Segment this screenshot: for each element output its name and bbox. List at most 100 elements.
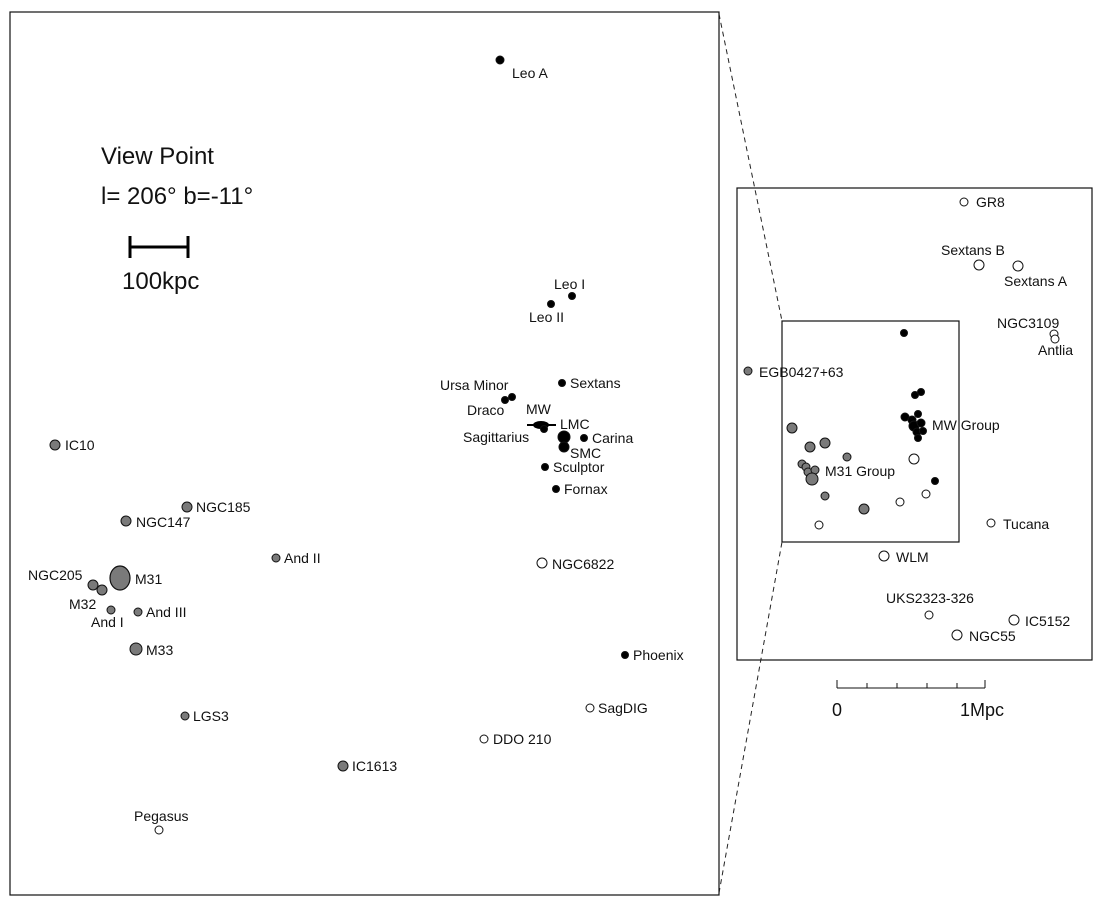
galaxy-label: NGC6822 bbox=[552, 556, 614, 572]
galaxy-marker bbox=[120, 515, 132, 527]
galaxy-marker bbox=[181, 501, 193, 513]
galaxy-leo-ii: Leo II bbox=[529, 300, 564, 325]
main-scale-bar bbox=[128, 236, 190, 258]
inset-m31-group-markers bbox=[743, 366, 870, 515]
galaxy-marker bbox=[106, 605, 116, 615]
inset-open-markers bbox=[814, 197, 1060, 641]
galaxy-marker bbox=[558, 379, 566, 387]
galaxy-label: IC1613 bbox=[352, 758, 397, 774]
inset-scale-label-0: 0 bbox=[832, 700, 842, 720]
inset-marker bbox=[805, 472, 819, 486]
galaxy-and-i: And I bbox=[91, 605, 124, 630]
galaxy-label: Sagittarius bbox=[463, 429, 529, 445]
inset-marker bbox=[924, 610, 934, 620]
inset-marker bbox=[842, 452, 852, 462]
galaxy-leo-i: Leo I bbox=[554, 276, 585, 300]
galaxy-ic1613: IC1613 bbox=[337, 758, 397, 774]
galaxy-label: Leo I bbox=[554, 276, 585, 292]
inset-marker bbox=[908, 453, 920, 465]
inset-label-ngc55: NGC55 bbox=[969, 628, 1016, 644]
inset-scale-bar bbox=[836, 680, 986, 689]
inset-label-egb0427: EGB0427+63 bbox=[759, 364, 844, 380]
galaxy-marker bbox=[87, 579, 99, 591]
inset-marker bbox=[804, 441, 816, 453]
view-point-coords: l= 206° b=-11° bbox=[101, 183, 253, 210]
inset-marker bbox=[858, 503, 870, 515]
galaxy-pegasus: Pegasus bbox=[134, 808, 188, 835]
main-scale-label: 100kpc bbox=[122, 268, 199, 295]
inset-label-gr8: GR8 bbox=[976, 194, 1005, 210]
galaxy-marker bbox=[552, 485, 560, 493]
galaxy-label: Leo A bbox=[512, 65, 548, 81]
galaxy-label: SagDIG bbox=[598, 700, 648, 716]
galaxy-label: Draco bbox=[467, 402, 505, 418]
galaxy-phoenix: Phoenix bbox=[621, 647, 684, 663]
galaxy-label: Sculptor bbox=[553, 459, 605, 475]
galaxy-label: NGC185 bbox=[196, 499, 251, 515]
galaxy-marker bbox=[479, 734, 489, 744]
galaxy-and-iii: And III bbox=[133, 604, 186, 620]
inset-marker bbox=[914, 410, 922, 418]
galaxy-marker bbox=[271, 553, 281, 563]
galaxy-marker bbox=[154, 825, 164, 835]
galaxy-ngc185: NGC185 bbox=[181, 499, 251, 515]
galaxy-marker bbox=[536, 557, 548, 569]
galaxy-marker bbox=[495, 55, 505, 65]
inset-marker bbox=[819, 437, 831, 449]
galaxy-marker bbox=[580, 434, 588, 442]
galaxy-sagdig: SagDIG bbox=[585, 700, 648, 716]
inset-marker bbox=[1008, 614, 1020, 626]
inset-label-sextans-a: Sextans A bbox=[1004, 273, 1068, 289]
inset-zoom-box bbox=[781, 320, 960, 543]
galaxy-label: And II bbox=[284, 550, 321, 566]
inset-marker bbox=[814, 520, 824, 530]
galaxy-label: LMC bbox=[560, 416, 590, 432]
galaxy-label: Ursa Minor bbox=[440, 377, 509, 393]
galaxy-fornax: Fornax bbox=[552, 481, 608, 497]
inset-marker bbox=[1012, 260, 1024, 272]
inset-marker bbox=[900, 329, 908, 337]
galaxy-label: M32 bbox=[69, 596, 96, 612]
galaxy-marker bbox=[180, 711, 190, 721]
galaxy-m32: M32 bbox=[69, 584, 108, 612]
galaxy-ddo-210: DDO 210 bbox=[479, 731, 552, 747]
inset-scale-label-1: 1Mpc bbox=[960, 700, 1004, 720]
inset-label-tucana: Tucana bbox=[1003, 516, 1049, 532]
galaxy-marker bbox=[558, 441, 570, 453]
galaxy-marker bbox=[541, 463, 549, 471]
galaxy-marker bbox=[547, 300, 555, 308]
galaxy-leo-a: Leo A bbox=[495, 55, 548, 81]
inset-label-antlia: Antlia bbox=[1038, 342, 1073, 358]
inset-label-uks2323: UKS2323-326 bbox=[886, 590, 974, 606]
galaxy-marker bbox=[621, 651, 629, 659]
inset-marker bbox=[973, 259, 985, 271]
galaxy-label: MW bbox=[526, 401, 552, 417]
galaxy-ngc205: NGC205 bbox=[28, 567, 99, 591]
galaxy-sculptor: Sculptor bbox=[541, 459, 605, 475]
inset-marker bbox=[931, 477, 939, 485]
galaxy-lgs3: LGS3 bbox=[180, 708, 229, 724]
zoom-connector-bottom bbox=[718, 541, 783, 894]
galaxy-marker bbox=[96, 584, 108, 596]
galaxy-label: DDO 210 bbox=[493, 731, 552, 747]
inset-marker bbox=[917, 388, 925, 396]
galaxy-label: Phoenix bbox=[633, 647, 684, 663]
galaxy-sagittarius: Sagittarius bbox=[463, 425, 548, 445]
galaxy-label: Leo II bbox=[529, 309, 564, 325]
inset-marker bbox=[951, 629, 963, 641]
galaxy-mw: MW bbox=[526, 401, 556, 429]
inset-marker bbox=[1050, 334, 1060, 344]
galaxy-label: NGC147 bbox=[136, 514, 191, 530]
view-point-title: View Point bbox=[101, 143, 214, 170]
inset-marker bbox=[916, 418, 926, 428]
galaxy-ursa-minor: Ursa Minor bbox=[440, 377, 516, 401]
galaxy-marker bbox=[557, 430, 571, 444]
galaxy-marker bbox=[501, 396, 509, 404]
inset-mw-group-markers bbox=[900, 329, 939, 485]
inset-label-mw-group: MW Group bbox=[932, 417, 1000, 433]
galaxy-ngc147: NGC147 bbox=[120, 514, 191, 530]
galaxy-marker bbox=[337, 760, 349, 772]
galaxy-marker bbox=[49, 439, 61, 451]
inset-marker bbox=[919, 427, 927, 435]
inset-marker bbox=[820, 491, 830, 501]
